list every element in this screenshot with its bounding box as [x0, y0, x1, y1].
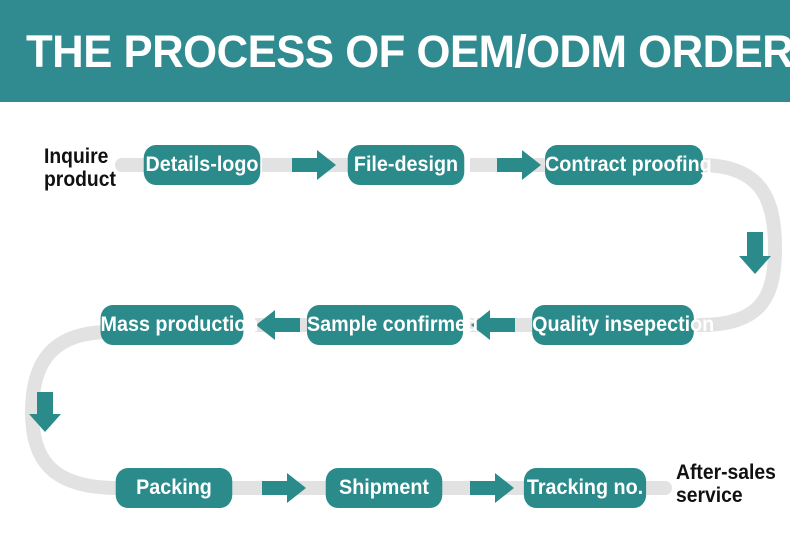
arrow-left-r2-1 — [471, 310, 515, 340]
process-step-packing[interactable]: Packing — [115, 468, 233, 508]
process-step-tracking-no[interactable]: Tracking no. — [523, 468, 647, 508]
page-title: THE PROCESS OF OEM/ODM ORDER — [26, 26, 790, 77]
endpoint-label-end: After-sales service — [676, 461, 776, 507]
process-step-sample-confirmed[interactable]: Sample confirmed — [306, 305, 478, 345]
process-step-mass-production[interactable]: Mass production — [100, 305, 258, 345]
process-step-file-design[interactable]: File-design — [347, 145, 465, 185]
process-step-quality-insepection[interactable]: Quality insepection — [532, 305, 714, 345]
connector-curve-left — [24, 325, 125, 495]
header-banner: THE PROCESS OF OEM/ODM ORDER — [0, 0, 790, 102]
arrow-right-r3-2 — [470, 473, 514, 503]
connector-curve-right — [693, 158, 783, 332]
process-step-shipment[interactable]: Shipment — [325, 468, 443, 508]
arrow-right-r3-1 — [262, 473, 306, 503]
process-step-contract-proofing[interactable]: Contract proofing — [545, 145, 712, 185]
arrow-down-left-turn — [29, 392, 61, 432]
arrow-right-r1-1 — [292, 150, 336, 180]
endpoint-label-start: Inquire product — [44, 145, 116, 191]
arrow-down-right-turn — [739, 232, 771, 274]
arrow-left-r2-2 — [256, 310, 300, 340]
process-step-details-logo[interactable]: Details-logo — [143, 145, 261, 185]
arrow-right-r1-2 — [497, 150, 541, 180]
